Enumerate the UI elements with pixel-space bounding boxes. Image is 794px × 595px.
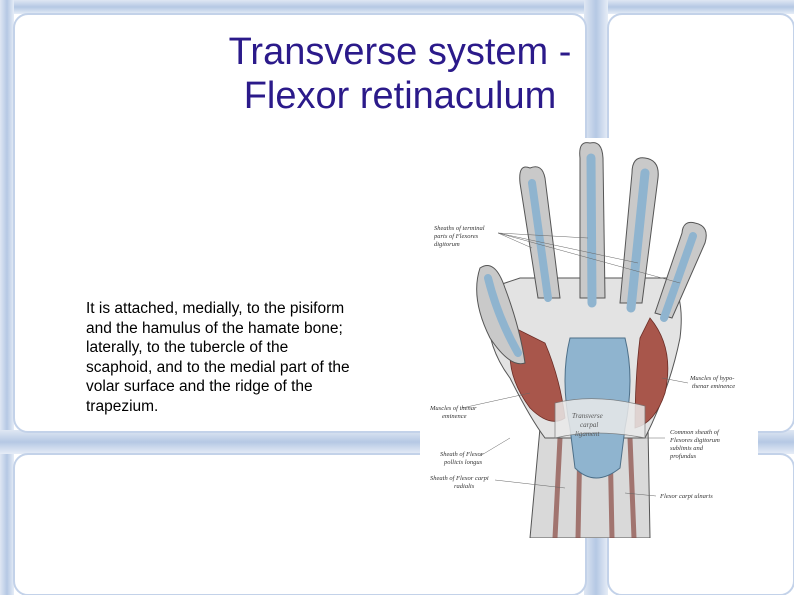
slide-title: Transverse system - Flexor retinaculum <box>190 30 610 118</box>
slide-title-line1: Transverse system - <box>228 31 572 73</box>
label-common-sheath-1: Common sheath of <box>670 429 720 436</box>
label-carpi-ulnaris: Flexor carpi ulnaris <box>659 493 713 500</box>
label-pollicis-2: pollicis longus <box>443 459 483 466</box>
retinaculum-label-2: carpal <box>580 421 598 429</box>
label-hypothenar-2: thenar eminence <box>692 383 735 390</box>
retinaculum-label-3: ligament <box>575 430 601 438</box>
slide-title-line2: Flexor retinaculum <box>243 75 557 117</box>
hand-drawing: Transverse carpal ligament <box>476 142 707 538</box>
retinaculum-label-1: Transverse <box>572 412 603 420</box>
label-hypothenar-1: Muscles of hypo- <box>689 375 734 382</box>
label-pollicis-1: Sheath of Flexor <box>440 451 484 458</box>
label-common-sheath-2: Flexores digitorum <box>669 437 720 444</box>
label-common-sheath-3: sublimis and <box>670 445 704 452</box>
label-carpi-radialis-1: Sheath of Flexor carpi <box>430 475 489 482</box>
label-carpi-radialis-2: radialis <box>454 483 475 490</box>
label-thenar-1: Muscles of thenar <box>429 405 477 412</box>
leader-lines <box>461 232 689 497</box>
label-sheaths-terminal-3: digitorum <box>434 241 460 248</box>
label-sheaths-terminal-2: parts of Flexores <box>433 233 479 240</box>
label-thenar-2: eminence <box>442 413 467 420</box>
label-common-sheath-4: profundus <box>669 453 697 460</box>
label-sheaths-terminal-1: Sheaths of terminal <box>434 225 485 232</box>
hand-tendon-sheath-illustration: Transverse carpal ligament Sheaths of te… <box>420 138 758 538</box>
slide-body-text: It is attached, medially, to the pisifor… <box>86 300 350 415</box>
